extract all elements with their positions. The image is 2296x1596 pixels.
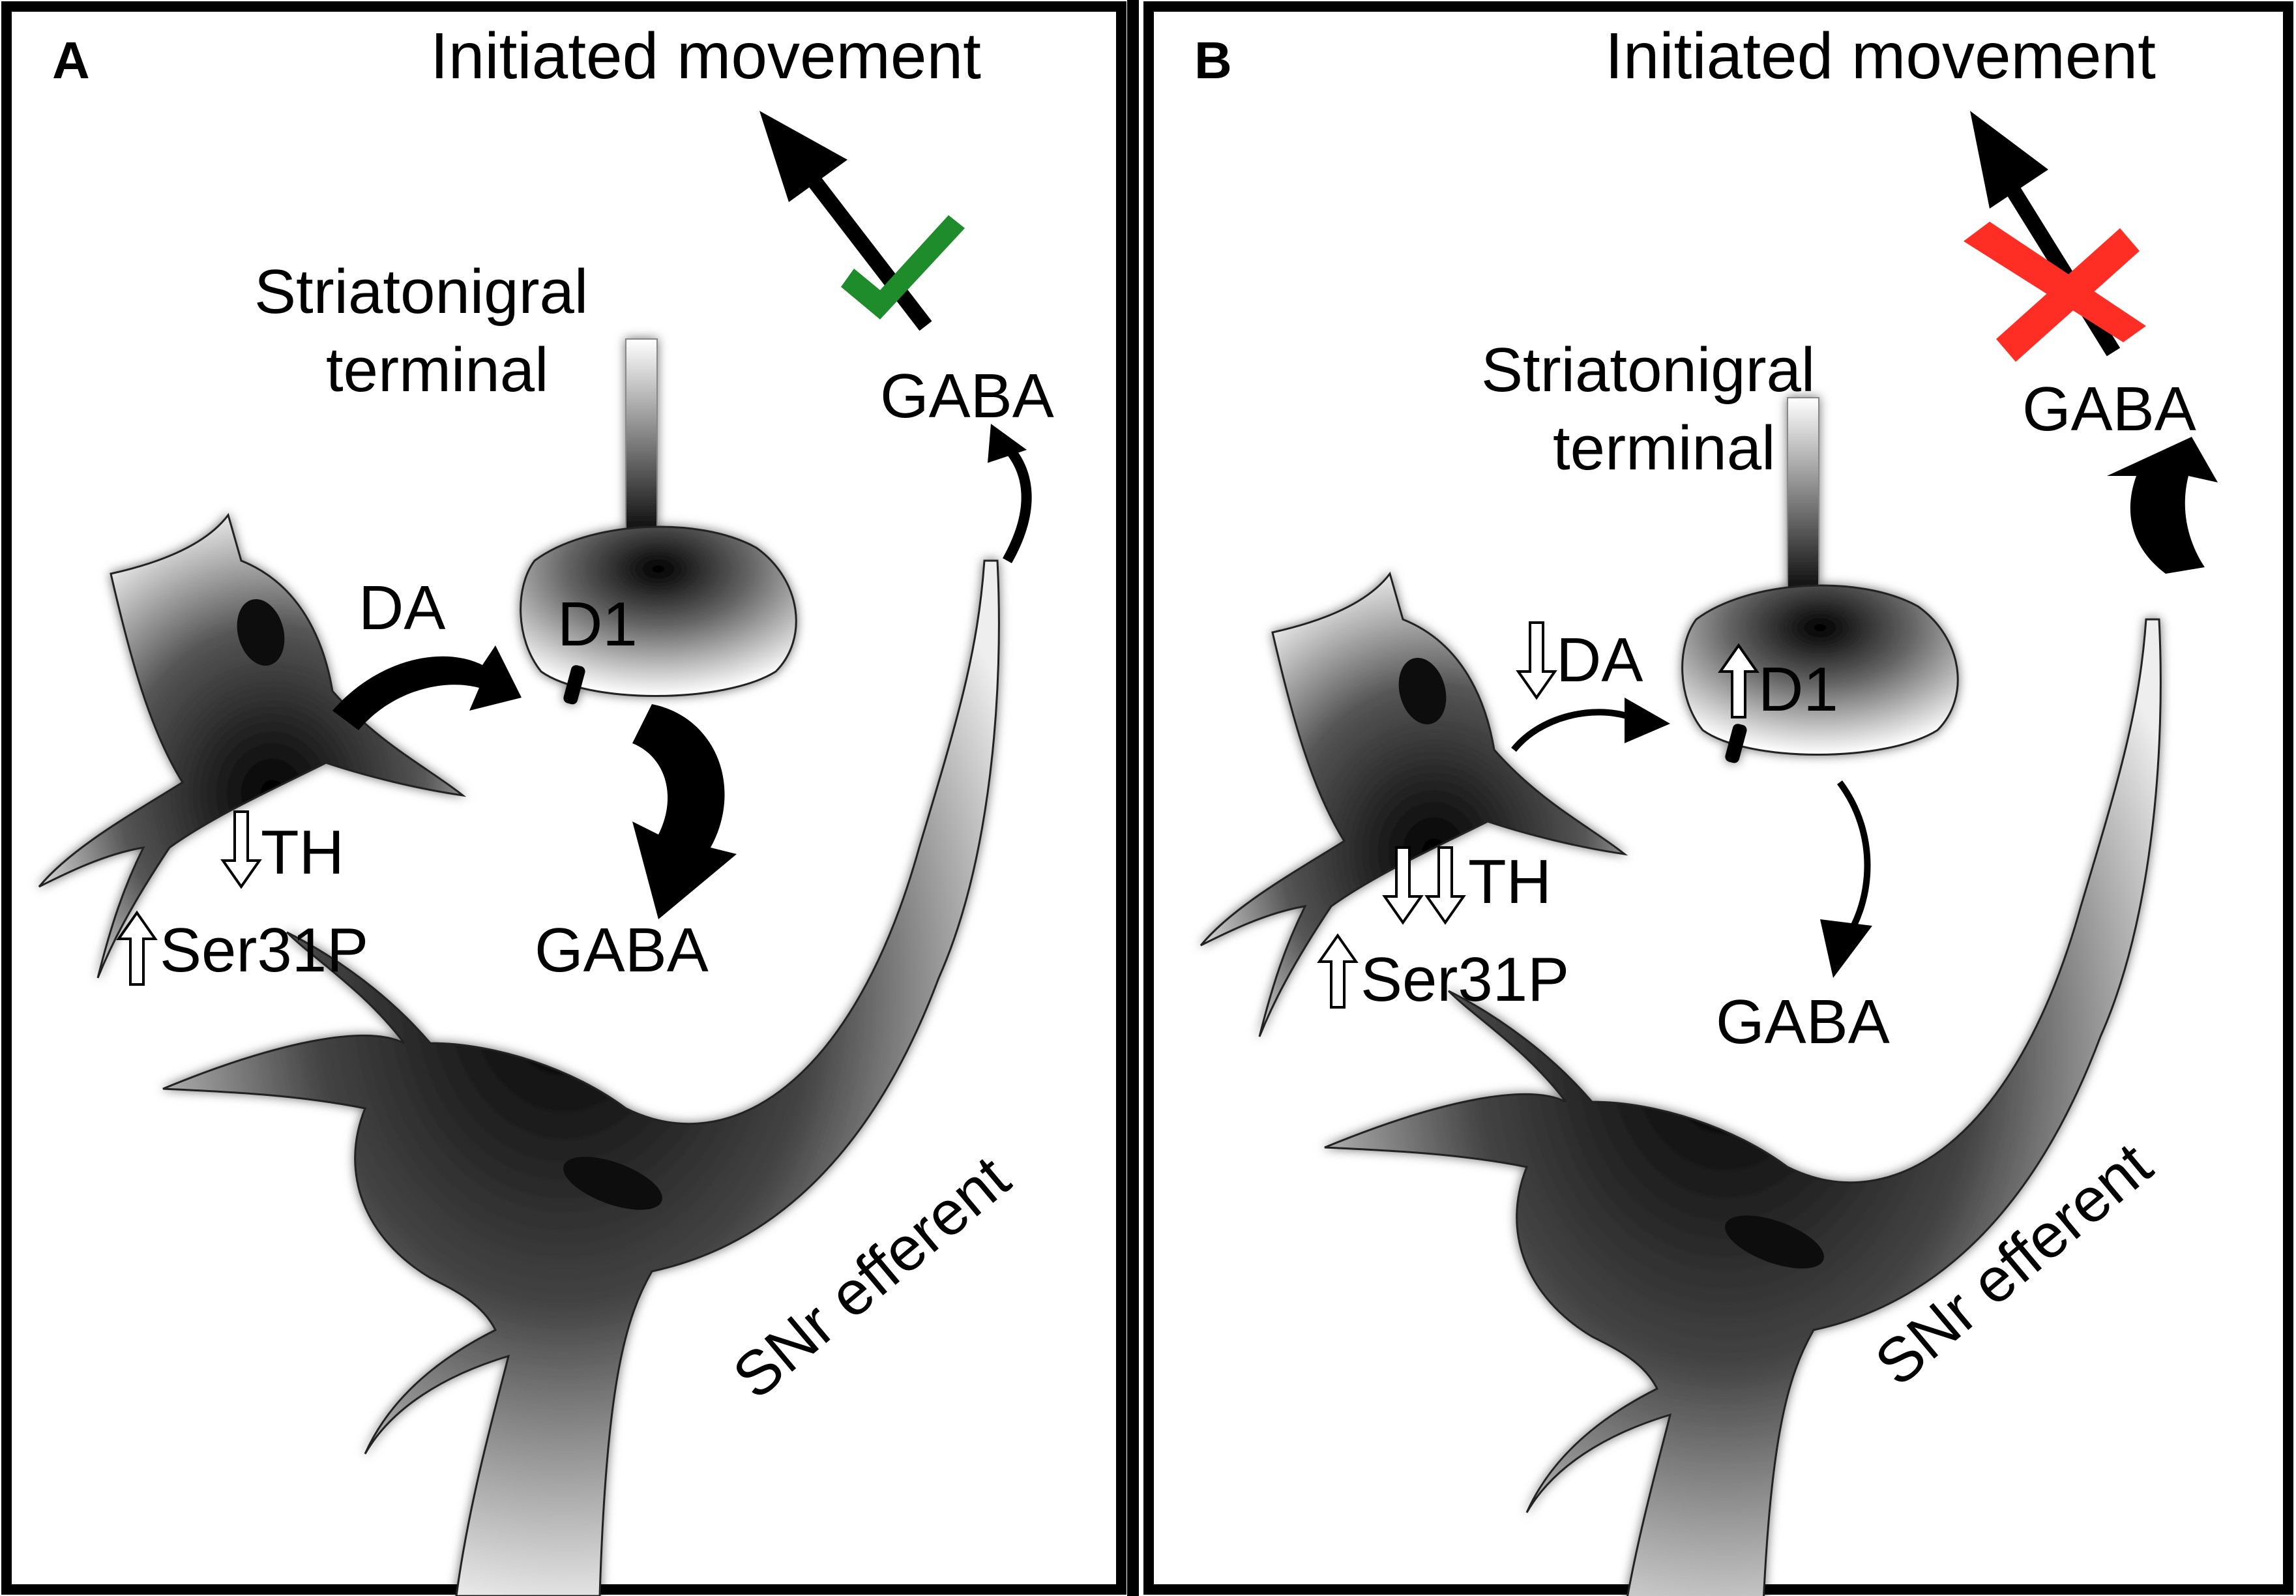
panel-b-da: DA xyxy=(1556,625,1643,695)
panel-b-letter: B xyxy=(1194,31,1232,89)
panel-b-terminal-line2: terminal xyxy=(1553,413,1775,483)
movement-arrowhead xyxy=(1970,111,2048,209)
panel-b-d1: D1 xyxy=(1758,655,1838,724)
d1-up-arrow xyxy=(1718,643,1759,718)
panel-a-ser: Ser31P xyxy=(160,915,368,985)
panel-a-terminal-line1: Striatonigral xyxy=(254,257,588,327)
th-down-arrow-2 xyxy=(1424,846,1466,925)
ser-up-arrow xyxy=(1317,933,1359,1009)
check-icon xyxy=(841,215,965,319)
movement-arrowhead xyxy=(759,111,847,202)
panel-a-th: TH xyxy=(261,818,344,887)
ser-up-arrow xyxy=(116,910,158,986)
th-down-arrow xyxy=(220,810,262,889)
cross-icon xyxy=(1964,222,2146,362)
panel-b-gaba-terminal: GABA xyxy=(1716,987,1890,1057)
panel-a-terminal-line2: terminal xyxy=(326,335,548,405)
panel-b-th: TH xyxy=(1468,847,1552,917)
da-release-arrow xyxy=(332,645,522,730)
panel-b-ser: Ser31P xyxy=(1361,945,1569,1014)
panel-a-letter: A xyxy=(52,31,90,89)
gaba-release-arrow xyxy=(632,704,737,919)
panel-a-d1: D1 xyxy=(557,589,638,659)
panel-b-title: Initiated movement xyxy=(1605,20,2156,93)
panel-a: A Initiated movement GABA Striatonigral … xyxy=(1,1,1126,1596)
da-down-arrow xyxy=(1516,621,1557,700)
panel-a-gaba-efferent: GABA xyxy=(880,361,1054,431)
th-down-arrow-1 xyxy=(1382,846,1424,925)
panel-b-terminal-line1: Striatonigral xyxy=(1481,335,1815,405)
panel-a-da: DA xyxy=(359,573,445,643)
panel-b-gaba-efferent: GABA xyxy=(2022,374,2196,444)
panel-b: B Initiated movement GABA Striatonigral … xyxy=(1143,1,2293,1596)
panel-a-gaba-terminal: GABA xyxy=(535,915,709,985)
panel-a-title: Initiated movement xyxy=(430,20,981,93)
